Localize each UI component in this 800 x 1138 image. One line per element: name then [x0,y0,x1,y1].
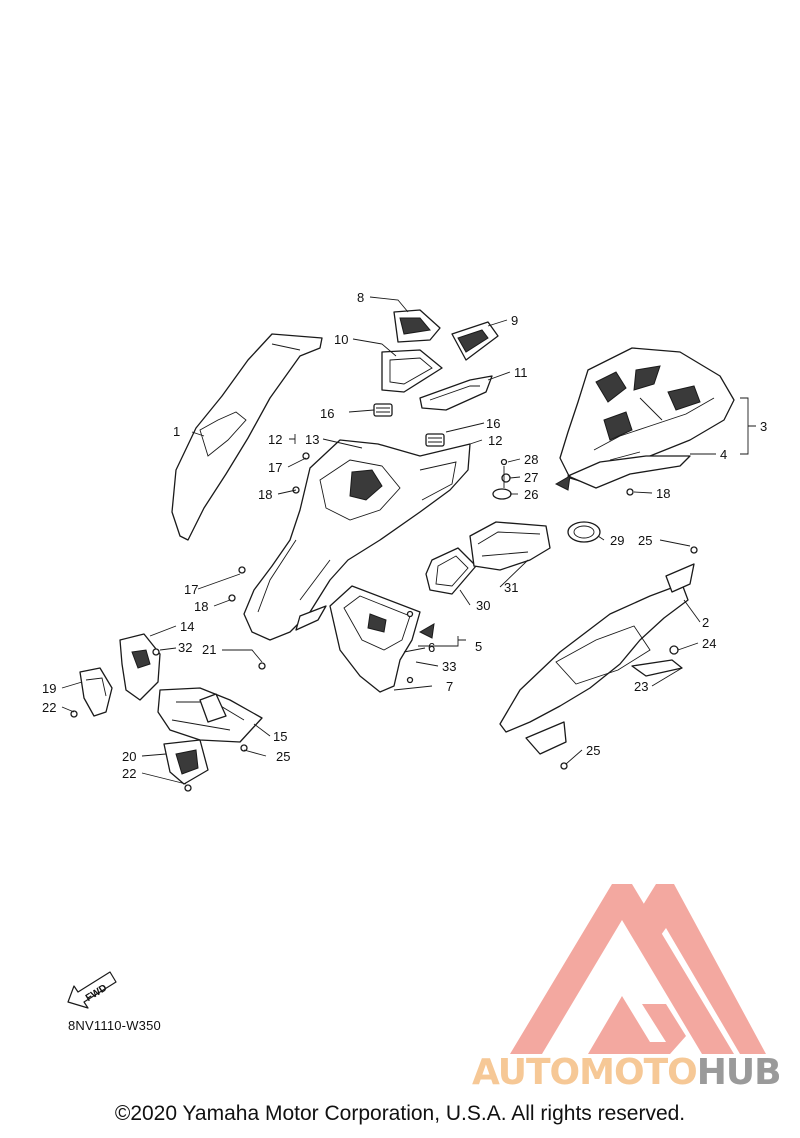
watermark-text-auto: AUTO [472,1052,580,1093]
fastener-screws [70,452,698,792]
callout-17-upper: 17 [268,460,282,475]
callout-9: 9 [511,313,518,328]
part-11-vent [419,375,493,411]
callout-2: 2 [702,615,709,630]
part-10-vent [381,349,443,393]
part-9-vent [451,321,499,361]
watermark-text: AUTOMOTOHUB [472,1052,782,1093]
callout-11: 11 [514,365,528,380]
callout-28: 28 [524,452,538,467]
callout-25-left: 25 [276,749,290,764]
callout-13: 13 [305,432,319,447]
callout-8: 8 [357,290,364,305]
callout-1: 1 [173,424,180,439]
callout-10: 10 [334,332,348,347]
direction-marker-right [554,475,571,491]
watermark-logo-icon [510,884,766,1054]
callout-18-upper: 18 [258,487,272,502]
callout-31: 31 [504,580,518,595]
part-30-frame [425,547,477,595]
callout-21: 21 [202,642,216,657]
callout-15: 15 [273,729,287,744]
callout-12-right: 12 [488,433,502,448]
copyright-notice: ©2020 Yamaha Motor Corporation, U.S.A. A… [114,1102,686,1125]
callout-7: 7 [446,679,453,694]
part-20-grille [163,739,209,785]
direction-marker-left [418,623,435,639]
callout-12-left: 12 [268,432,282,447]
watermark-text-moto: MOTO [579,1052,698,1093]
callout-22-upper: 22 [42,700,56,715]
callout-20: 20 [122,749,136,764]
watermark-text-hub: HUB [696,1052,782,1093]
part-16-grommet-left [373,403,393,417]
callout-17-lower: 17 [184,582,198,597]
callout-19: 19 [42,681,56,696]
callout-32: 32 [178,640,192,655]
callout-5: 5 [475,639,482,654]
callout-16-right: 16 [486,416,500,431]
callout-33: 33 [442,659,456,674]
callout-29: 29 [610,533,624,548]
part-5-lower-duct [329,585,421,693]
callout-25-right-bottom: 25 [586,743,600,758]
callout-23: 23 [634,679,648,694]
fwd-direction-icon: FWD [67,971,117,1009]
callout-30: 30 [476,598,490,613]
part-26-28-fasteners [492,458,512,500]
part-2-right-side-panel [499,563,695,755]
callout-25-right-top: 25 [638,533,652,548]
callout-14: 14 [180,619,194,634]
callout-27: 27 [524,470,538,485]
part-19-clip-panel [79,667,113,717]
part-8-vent [393,309,441,343]
callout-6: 6 [428,640,435,655]
callout-3: 3 [760,419,767,434]
part-4-inner-lower-panel [567,455,691,489]
front-cowling-assembly [243,439,471,641]
part-16-grommet-right [425,433,445,447]
callout-18-right: 18 [656,486,670,501]
callout-22-lower: 22 [122,766,136,781]
part-31-air-duct [469,521,551,571]
part-23-trim [631,659,683,677]
part-29-ring [567,521,601,543]
callout-16-left: 16 [320,406,334,421]
leader-lines [61,296,756,785]
part-3-inner-panel [559,347,735,485]
callout-numbers: 1 2 3 4 5 6 7 8 9 10 11 12 13 12 14 15 1… [42,290,767,781]
callout-24: 24 [702,636,716,651]
diagram-code: 8NV1110-W350 [68,1018,161,1033]
part-1-side-panel [171,333,323,541]
part-14-bracket [119,633,161,701]
part-15-lower-cover [157,687,263,743]
callout-18-lower: 18 [194,599,208,614]
callout-26: 26 [524,487,538,502]
callout-4: 4 [720,447,727,462]
